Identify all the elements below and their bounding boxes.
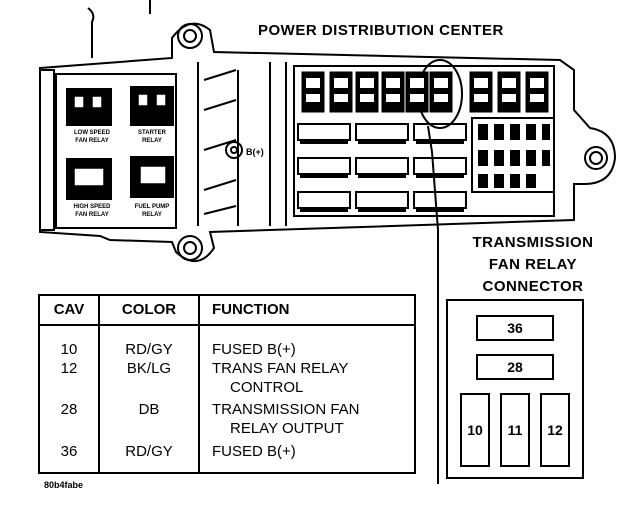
wire-left xyxy=(87,7,95,58)
relay-label-high-speed-1: HIGH SPEED xyxy=(73,204,111,210)
function-value: TRANSMISSION FAN xyxy=(212,401,360,418)
connector-title-line-3: CONNECTOR xyxy=(482,278,584,295)
cavity-36: 36 xyxy=(476,315,554,341)
bplus-label: B(+) xyxy=(246,147,264,157)
relay-label-fuel-pump-1: FUEL PUMP xyxy=(135,204,170,210)
header-cav: CAV xyxy=(53,301,85,318)
mount-hole-top xyxy=(177,23,203,49)
connector-title-line-1: TRANSMISSION xyxy=(472,234,594,251)
color-value: RD/GY xyxy=(125,443,173,460)
function-value: TRANS FAN RELAY xyxy=(212,360,349,377)
relay-label-low-speed-1: LOW SPEED xyxy=(74,130,111,136)
leader-line xyxy=(427,125,439,484)
table-header: CAV COLOR FUNCTION xyxy=(40,296,414,326)
color-value: RD/GY xyxy=(125,341,173,358)
cav-value: 28 xyxy=(60,401,78,418)
pinout-table: CAV COLOR FUNCTION 10 RD/GY FUSED B(+) 1… xyxy=(38,294,416,474)
cav-value: 12 xyxy=(60,360,78,377)
mount-hole-bottom xyxy=(177,235,203,261)
connector-title: TRANSMISSION FAN RELAY CONNECTOR xyxy=(448,232,618,298)
header-color: COLOR xyxy=(121,301,177,318)
cav-value: 10 xyxy=(60,341,78,358)
relay-label-high-speed-2: FAN RELAY xyxy=(75,212,108,218)
cavity-12: 12 xyxy=(540,393,570,467)
relay-label-starter-2: RELAY xyxy=(142,138,162,144)
connector-title-line-2: FAN RELAY xyxy=(488,256,578,273)
figure-caption: 80b4fabe xyxy=(44,480,84,490)
color-value: BK/LG xyxy=(126,360,172,377)
diagram-title: POWER DISTRIBUTION CENTER xyxy=(258,22,504,39)
function-value-cont: CONTROL xyxy=(230,379,304,396)
relay-label-starter-1: STARTER xyxy=(138,130,167,136)
function-value-cont: RELAY OUTPUT xyxy=(230,420,344,437)
relay-label-fuel-pump-2: RELAY xyxy=(142,212,162,218)
function-value: FUSED B(+) xyxy=(212,443,296,460)
relay-label-low-speed-2: FAN RELAY xyxy=(75,138,108,144)
cavity-11: 11 xyxy=(500,393,530,467)
cavity-28: 28 xyxy=(476,354,554,380)
connector-face: 36 28 10 11 12 xyxy=(446,299,584,479)
function-value: FUSED B(+) xyxy=(212,341,296,358)
header-function: FUNCTION xyxy=(212,301,290,318)
mount-hole-right xyxy=(584,146,608,170)
cavity-10: 10 xyxy=(460,393,490,467)
cav-value: 36 xyxy=(60,443,78,460)
bplus-stud xyxy=(225,141,243,159)
color-value: DB xyxy=(138,401,160,418)
pdc-housing-outline xyxy=(39,22,617,262)
